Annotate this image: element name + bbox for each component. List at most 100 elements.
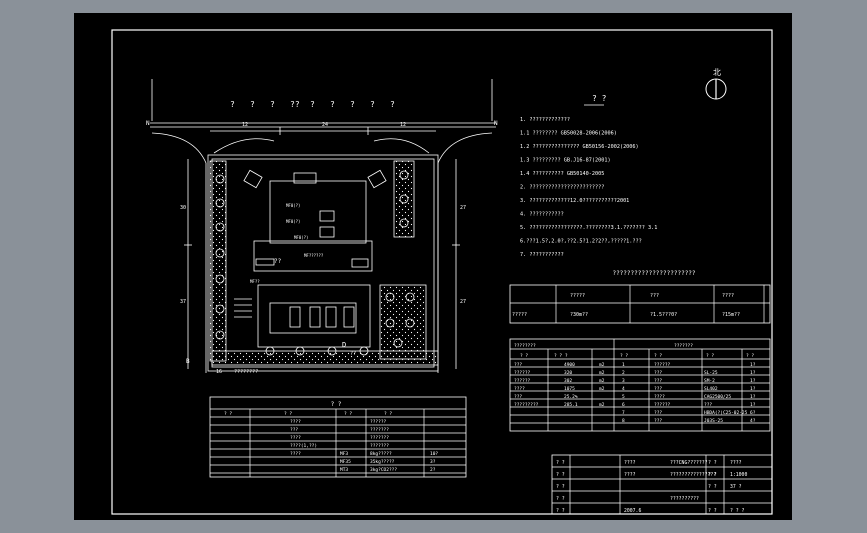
legend-cell: 8kg????? [370, 451, 392, 457]
pump-label: MF0(?) [286, 203, 300, 208]
stats-table-cell: 1075 [564, 386, 575, 392]
stats-table-cell: 285.1 [564, 402, 578, 408]
stats-table-cell: 320 [564, 370, 572, 376]
tree-symbol [265, 346, 275, 356]
stats-table-cell: 4900 [564, 362, 575, 368]
tree-symbol [405, 292, 415, 302]
tree-symbol [385, 292, 395, 302]
legend-cell: 3kg?CO2??? [370, 467, 397, 473]
stats-table-cell: 25.2% [564, 394, 578, 400]
dimension-label: 30 [180, 205, 186, 211]
tree-symbol [215, 248, 225, 258]
dimension-label: 27 [460, 299, 466, 305]
notes-title: ? ? [592, 94, 607, 103]
tech-table [509, 284, 771, 324]
title-block-cell: ?????????? [670, 496, 699, 502]
design-notes: ? ?1. ?????????????1.1 ???????? GB50028-… [520, 94, 657, 258]
title-block-cell: ? ? [556, 508, 565, 514]
legend-cell: ??????? [370, 427, 389, 433]
legend-cell: MF35 [340, 459, 351, 465]
stats-table-cell: J03S-25 [704, 418, 723, 424]
road-mark: N [494, 120, 498, 127]
road-label: ? [310, 100, 315, 109]
tree-symbol [393, 338, 403, 348]
tree-symbol [215, 274, 225, 284]
note-line: 1.4 ?????????? GB50140-2005 [520, 171, 604, 177]
yard-label: MF?? [250, 279, 260, 284]
tree-symbol [215, 174, 225, 184]
station-mark: D [342, 341, 346, 349]
plan-letter: B [186, 358, 190, 365]
stats-table-cell: ??? [654, 370, 662, 376]
dimension-label: 37 [180, 299, 186, 305]
tree-symbol [215, 222, 225, 232]
legend-cell: ???? [290, 435, 301, 441]
legend-cell: 35kg????? [370, 459, 395, 465]
north-arrow: 北 [705, 68, 727, 100]
stats-sub-header: ? ? [746, 353, 754, 359]
stats-header: ??????? [674, 343, 693, 349]
legend-table [209, 396, 467, 478]
stats-sub-header: ? ? [620, 353, 628, 359]
stats-table-cell: CAG2500/25 [704, 394, 731, 400]
tree-symbol [215, 330, 225, 340]
stats-table-cell: 1? [750, 370, 756, 376]
tree-symbol [327, 346, 337, 356]
tech-table-title: ??????????????????????? [612, 270, 695, 277]
title-block-cell: ? ? [708, 508, 717, 514]
pump-label: MF0(?) [294, 235, 308, 240]
title-block [551, 454, 773, 515]
dimension-label: 24 [322, 122, 328, 128]
legend-header: ? ? [384, 411, 392, 417]
stats-table-cell: ???? [514, 386, 525, 392]
road-label: ? [330, 100, 335, 109]
title-block-cell: ? ? [556, 460, 565, 466]
stats-table-cell: 1? [750, 402, 756, 408]
title-block-cell: ? ? [708, 472, 717, 478]
stats-table-cell: SL-25 [704, 370, 718, 376]
note-line: 5. ?????????????????.????????3.1.???????… [520, 225, 657, 231]
legend-header: ? ? [344, 411, 352, 417]
title-block-cell: ? ? [556, 484, 565, 490]
legend-cell: 2? [430, 467, 436, 473]
legend-cell: MT3 [340, 467, 348, 473]
stats-table-cell: ??? [654, 410, 662, 416]
stats-table-cell: 1? [750, 362, 756, 368]
title-block-cell: ? ? [556, 496, 565, 502]
legend-cell: ???? [290, 419, 301, 425]
tech-table-cell: ??? [650, 293, 659, 299]
tech-table-cell: ????? [570, 293, 585, 299]
legend-cell: 3? [430, 459, 436, 465]
note-line: 1.2 ??????????????? GB50156-2002(2006) [520, 144, 639, 150]
title-block-cell: 37 ? [730, 484, 742, 490]
legend-cell: ??????? [370, 435, 389, 441]
stats-table-cell: ??? [654, 378, 662, 384]
dimension-label: 12 [400, 122, 406, 128]
legend-cell: ???? [290, 451, 301, 457]
note-line: 6.???1.5?,2.0?,??2.5?1.2?2??,?????1.??? [520, 239, 642, 245]
tech-table-cell: ???? [722, 293, 734, 299]
tech-table-cell: ?1.5???0? [650, 312, 677, 318]
dimension-label: 12 [242, 122, 248, 128]
stats-table-cell: m2 [599, 362, 605, 368]
road-label: ? [250, 100, 255, 109]
stats-sub-header: ? ? [706, 353, 714, 359]
stats-table-cell: m2 [599, 370, 605, 376]
stats-table-cell: ??? [654, 386, 662, 392]
legend-cell: ?????? [370, 419, 387, 425]
note-line: 3. ?????????????12.0???????????2001 [520, 198, 629, 204]
stats-table-cell: 6? [750, 410, 756, 416]
road-mark: N [146, 120, 150, 127]
title-block-cell: 1:1000 [730, 472, 747, 478]
station-sub: ?? [350, 351, 356, 357]
stats-table-cell: ?????? [514, 378, 531, 384]
stats-table-cell: ?????? [654, 402, 671, 408]
stats-table-cell: 302 [564, 378, 572, 384]
note-line: 1. ????????????? [520, 117, 570, 123]
stats-table-cell: SL402 [704, 386, 718, 392]
road-label: ? [270, 100, 275, 109]
stats-table-cell: ???? [654, 394, 665, 400]
